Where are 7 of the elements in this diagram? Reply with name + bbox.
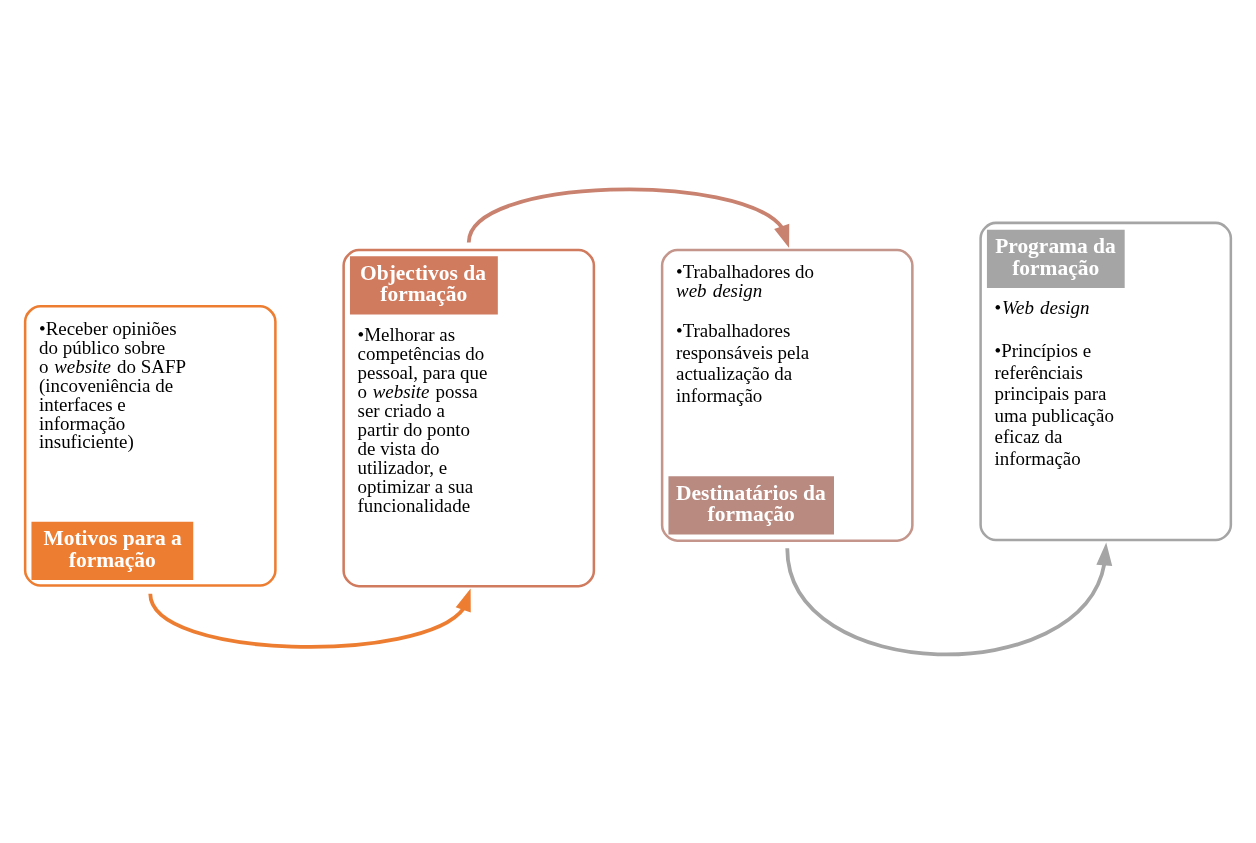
node-box: •Trabalhadores do web design •Trabalhadores responsáveis pela actualização da informação Destinatários da formação: [660, 248, 914, 542]
arrow: [148, 587, 471, 648]
arrow: [785, 542, 1113, 656]
node-box: Objectivos da formação •Melhorar as competências do pessoal, para que o website possa ser criado a partir do ponto de vista do utilizador, e optimizar a sua funcionalidade: [342, 248, 596, 587]
arrow: [466, 187, 790, 248]
node-box: Programa da formação •Web design •Princípios e referênciais principais para uma publicação eficaz da informação: [979, 221, 1233, 541]
node-box: •Receber opiniões do público sobre o website do SAFP (incoveniência de interfaces e informação insuficiente) Motivos para a formação: [23, 304, 277, 587]
